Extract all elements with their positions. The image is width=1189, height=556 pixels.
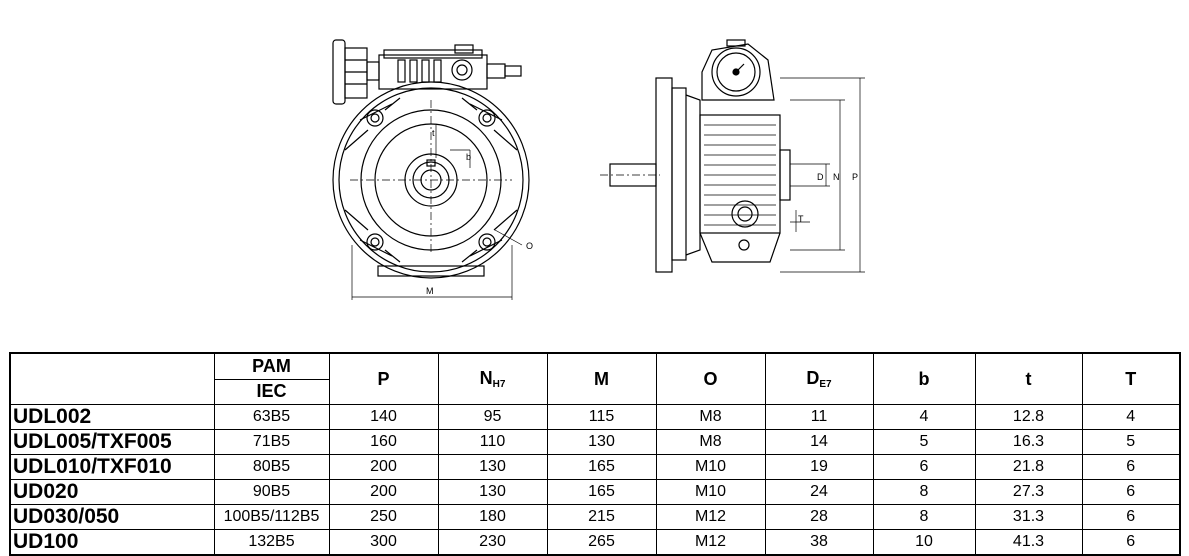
technical-drawings: t b O M — [332, 39, 865, 300]
T-cell: 4 — [1081, 404, 1181, 430]
b-header: b — [872, 352, 976, 405]
m-cell: 165 — [546, 454, 657, 480]
p-cell: 200 — [328, 454, 439, 480]
table-header: PAM P NH7 M O DE7 b t T IEC — [9, 352, 1181, 405]
n-cell: 130 — [437, 479, 548, 505]
front-view-drawing: t b O M — [332, 39, 533, 300]
d-cell: 11 — [764, 404, 874, 430]
p-cell: 160 — [328, 429, 439, 455]
b-cell: 10 — [872, 529, 976, 556]
m-cell: 265 — [546, 529, 657, 556]
o-cell: M12 — [655, 504, 766, 530]
p-cell: 250 — [328, 504, 439, 530]
iec-cell: 100B5/112B5 — [213, 504, 330, 530]
p-cell: 200 — [328, 479, 439, 505]
m-cell: 115 — [546, 404, 657, 430]
T-cell: 6 — [1081, 479, 1181, 505]
b-cell: 5 — [872, 429, 976, 455]
n-cell: 95 — [437, 404, 548, 430]
o-cell: M10 — [655, 454, 766, 480]
iec-cell: 80B5 — [213, 454, 330, 480]
iec-cell: 132B5 — [213, 529, 330, 556]
model-cell: UDL002 — [9, 404, 215, 430]
t-cell: 41.3 — [974, 529, 1083, 556]
model-cell: UD020 — [9, 479, 215, 505]
label-b: b — [466, 152, 471, 162]
o-cell: M8 — [655, 429, 766, 455]
n-cell: 230 — [437, 529, 548, 556]
d-header-sub: E7 — [819, 379, 832, 390]
model-cell: UDL010/TXF010 — [9, 454, 215, 480]
t-cell: 16.3 — [974, 429, 1083, 455]
b-cell: 4 — [872, 404, 976, 430]
iec-cell: 63B5 — [213, 404, 330, 430]
m-cell: 215 — [546, 504, 657, 530]
label-t: t — [432, 128, 435, 138]
o-cell: M8 — [655, 404, 766, 430]
t-cell: 21.8 — [974, 454, 1083, 480]
b-cell: 6 — [872, 454, 976, 480]
handwheel-icon — [332, 39, 380, 105]
model-cell: UDL005/TXF005 — [9, 429, 215, 455]
b-cell: 8 — [872, 479, 976, 505]
label-o: O — [526, 241, 533, 251]
n-header: NH7 — [437, 352, 548, 405]
T-header: T — [1081, 352, 1181, 405]
table-row: UDL002 63B5 140 95 115 M8 11 4 12.8 4 — [9, 404, 1181, 430]
o-cell: M10 — [655, 479, 766, 505]
T-cell: 6 — [1081, 529, 1181, 556]
iec-cell: 90B5 — [213, 479, 330, 505]
dial-gauge-icon — [701, 39, 775, 101]
iec-cell: 71B5 — [213, 429, 330, 455]
d-header-main: D — [806, 368, 820, 388]
p-header: P — [328, 352, 439, 405]
n-header-main: N — [479, 368, 493, 388]
table-row: UD100 132B5 300 230 265 M12 38 10 41.3 6 — [9, 529, 1181, 556]
model-header — [9, 352, 215, 405]
table-row: UDL010/TXF010 80B5 200 130 165 M10 19 6 … — [9, 454, 1181, 480]
d-cell: 28 — [764, 504, 874, 530]
m-cell: 165 — [546, 479, 657, 505]
t-cell: 31.3 — [974, 504, 1083, 530]
T-cell: 6 — [1081, 504, 1181, 530]
n-cell: 180 — [437, 504, 548, 530]
o-cell: M12 — [655, 529, 766, 556]
T-cell: 5 — [1081, 429, 1181, 455]
T-cell: 6 — [1081, 454, 1181, 480]
t-cell: 12.8 — [974, 404, 1083, 430]
label-p: P — [852, 172, 858, 182]
side-view-drawing: D N P T — [600, 39, 865, 273]
model-cell: UD030/050 — [9, 504, 215, 530]
table-row: UDL005/TXF005 71B5 160 110 130 M8 14 5 1… — [9, 429, 1181, 455]
b-cell: 8 — [872, 504, 976, 530]
n-cell: 110 — [437, 429, 548, 455]
model-cell: UD100 — [9, 529, 215, 556]
t-header: t — [974, 352, 1083, 405]
m-cell: 130 — [546, 429, 657, 455]
table-row: UD030/050 100B5/112B5 250 180 215 M12 28… — [9, 504, 1181, 530]
m-header: M — [546, 352, 657, 405]
d-cell: 14 — [764, 429, 874, 455]
dimensions-table: PAM P NH7 M O DE7 b t T IEC UDL002 63B5 … — [9, 352, 1181, 556]
label-m: M — [426, 286, 434, 296]
p-cell: 140 — [328, 404, 439, 430]
d-cell: 24 — [764, 479, 874, 505]
label-n: N — [833, 172, 840, 182]
d-cell: 19 — [764, 454, 874, 480]
p-cell: 300 — [328, 529, 439, 556]
iec-header: IEC — [213, 378, 330, 405]
pam-header: PAM — [213, 352, 330, 380]
table-row: UD020 90B5 200 130 165 M10 24 8 27.3 6 — [9, 479, 1181, 505]
o-header: O — [655, 352, 766, 405]
label-T: T — [798, 214, 804, 224]
d-cell: 38 — [764, 529, 874, 556]
t-cell: 27.3 — [974, 479, 1083, 505]
n-header-sub: H7 — [492, 379, 506, 390]
d-header: DE7 — [764, 352, 874, 405]
label-d: D — [817, 172, 824, 182]
n-cell: 130 — [437, 454, 548, 480]
